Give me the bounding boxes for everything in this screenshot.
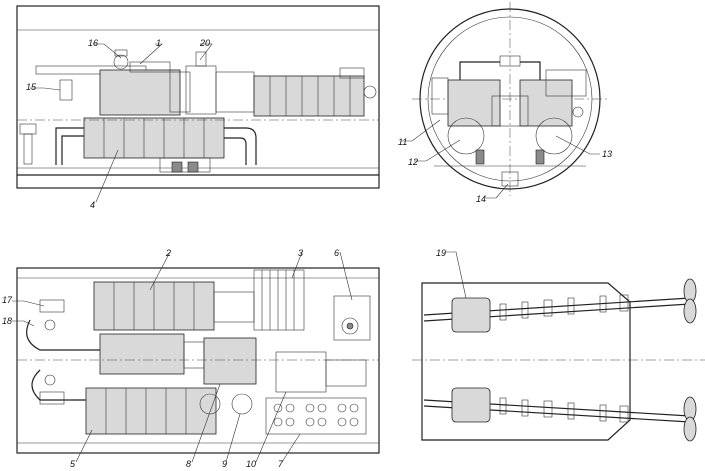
- callout-13: 13: [602, 149, 612, 159]
- callout-1: 1: [156, 38, 161, 48]
- engine-1: [99, 69, 181, 116]
- callout-9: 9: [222, 459, 227, 469]
- unit-8: [203, 337, 257, 385]
- callout-10: 10: [246, 459, 256, 469]
- panel-6: [333, 295, 371, 341]
- callout-12: 12: [408, 157, 418, 167]
- plan-engine: [99, 333, 185, 375]
- battery-block-7: [265, 397, 367, 435]
- side-view-frame: [16, 5, 380, 189]
- unit-5: [85, 387, 217, 435]
- callout-4: 4: [90, 200, 95, 210]
- gearbox-block: [253, 75, 365, 117]
- side-view: [16, 5, 380, 189]
- callout-16: 16: [88, 38, 98, 48]
- propeller-upper: [683, 278, 697, 324]
- motor-19-upper: [451, 297, 491, 333]
- unit-4: [83, 117, 225, 159]
- section-engine-left: [447, 79, 501, 127]
- callout-3: 3: [298, 248, 303, 258]
- callout-17: 17: [2, 295, 13, 305]
- unit-10: [275, 351, 327, 393]
- callout-14: 14: [476, 194, 486, 204]
- callout-7: 7: [278, 459, 284, 469]
- callout-18: 18: [2, 316, 12, 326]
- callout-5: 5: [70, 459, 76, 469]
- plan-view: [16, 267, 380, 454]
- unit-3: [253, 269, 305, 331]
- plan-view-frame: [16, 267, 380, 454]
- section-view: [412, 2, 608, 196]
- callouts: 16 1 20 15 4 11 12 13 14 2 3 6 17 18 5 8…: [2, 38, 612, 469]
- callout-8: 8: [186, 459, 191, 469]
- leader-lines: [12, 43, 600, 463]
- callout-6: 6: [334, 248, 339, 258]
- motor-19-lower: [451, 387, 491, 423]
- propeller-lower: [683, 396, 697, 442]
- hull-plan-outline: [421, 282, 631, 441]
- callout-19: 19: [436, 248, 446, 258]
- callout-15: 15: [26, 82, 37, 92]
- propulsion-view: [412, 278, 705, 442]
- callout-11: 11: [398, 137, 407, 147]
- callout-2: 2: [165, 248, 171, 258]
- callout-20: 20: [199, 38, 210, 48]
